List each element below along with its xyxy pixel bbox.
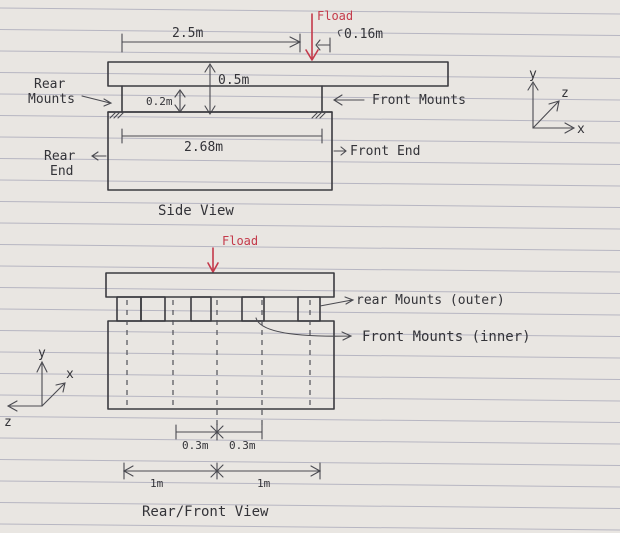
rear-front-view-caption: Rear/Front View	[142, 504, 269, 520]
ruled-line	[0, 201, 620, 208]
rear-mount-hatch	[109, 111, 125, 119]
dim-label-0-3m-left: 0.3m	[182, 439, 209, 452]
ruled-lines	[0, 7, 620, 531]
ruled-line	[0, 394, 620, 402]
dim-1m-arrows	[122, 465, 322, 477]
ruled-line	[0, 93, 620, 101]
dim-1m-center-star	[210, 462, 224, 480]
axis-y-label-rear: y	[38, 346, 46, 361]
rear-mounts-line1: Rear	[34, 77, 65, 92]
dim-0-5m-arrows	[204, 62, 216, 116]
ruled-line	[0, 502, 620, 509]
ruled-line	[0, 287, 620, 294]
front-mounts-inner-leader	[255, 317, 353, 341]
ruled-line	[0, 50, 620, 58]
rear-view-axes: y x z	[4, 346, 74, 430]
load-arrowhead-side	[305, 49, 319, 61]
side-view-axes: y z x	[527, 67, 585, 137]
dim-offset-leader	[337, 29, 343, 37]
ruled-line	[0, 244, 620, 251]
front-mount-inner-left	[140, 296, 166, 322]
dim-label-2-68m: 2.68m	[184, 140, 223, 155]
side-view: 2.5m Fload 0.16m 0.5m 0.2m 2.68m	[28, 9, 585, 219]
axis-x-label-rear: x	[66, 367, 74, 382]
load-label-rear: Fload	[222, 234, 258, 248]
front-end-arrow	[333, 146, 347, 156]
top-beam-side	[107, 61, 449, 87]
ruled-line	[0, 523, 620, 531]
ruled-line	[0, 179, 620, 187]
ruled-line	[0, 72, 620, 79]
ruled-line	[0, 373, 620, 380]
rear-mounts-outer-label: rear Mounts (outer)	[356, 293, 505, 308]
rear-mount-outer-left	[116, 296, 142, 322]
dim-label-2-5m: 2.5m	[172, 26, 203, 41]
ruled-line	[0, 136, 620, 144]
ruled-line	[0, 459, 620, 466]
axis-x-label: x	[577, 122, 585, 137]
dim-offset-marker	[315, 37, 331, 53]
rear-mounts-leader	[81, 95, 113, 107]
axis-y-label: y	[529, 67, 537, 82]
lower-body-rear	[107, 320, 335, 410]
front-mounts-leader	[332, 94, 365, 106]
dim-0-3m-center-star	[210, 423, 224, 441]
ruled-line	[0, 416, 620, 423]
rear-end-label: Rear End	[44, 149, 83, 179]
dim-label-0-16m: 0.16m	[344, 27, 383, 42]
mount-center-left	[190, 296, 212, 322]
axis-z-label-rear: z	[4, 415, 12, 430]
rear-mounts-line2: Mounts	[28, 92, 75, 107]
load-arrowhead-rear	[207, 262, 219, 273]
ruled-line	[0, 158, 620, 165]
axis-z-label: z	[561, 86, 569, 101]
front-mounts-inner-label: Front Mounts (inner)	[362, 329, 531, 345]
ruled-line	[0, 480, 620, 488]
ruled-line	[0, 115, 620, 122]
mount-blocks	[116, 296, 321, 322]
rear-mount-outer-right	[297, 296, 321, 322]
rear-mounts-outer-leader	[319, 296, 355, 307]
front-end-label: Front End	[350, 144, 420, 159]
dim-label-0-5m: 0.5m	[218, 73, 249, 88]
ruled-line	[0, 265, 620, 273]
front-mount-inner-right	[241, 296, 265, 322]
rear-mounts-label: Rear Mounts	[28, 77, 75, 107]
dim-label-0-3m-right: 0.3m	[229, 439, 256, 452]
ruled-line	[0, 222, 620, 230]
front-mount-hatch	[311, 111, 327, 119]
rear-end-line1: Rear	[44, 149, 75, 164]
dim-arrowhead	[289, 36, 302, 48]
dim-label-0-2m: 0.2m	[146, 95, 173, 108]
rear-front-view: Fload rear Mounts (outer) Front Mounts (…	[4, 234, 531, 520]
dim-label-1m-right: 1m	[257, 477, 271, 490]
rear-end-arrow	[91, 151, 107, 161]
rear-end-line2: End	[50, 164, 73, 179]
side-view-caption: Side View	[158, 203, 234, 219]
ruled-line	[0, 7, 620, 15]
dim-label-1m-left: 1m	[150, 477, 164, 490]
top-beam-rear	[105, 272, 335, 298]
front-mounts-label: Front Mounts	[372, 93, 466, 108]
load-label-side: Fload	[317, 9, 353, 23]
ruled-line	[0, 437, 620, 445]
ruled-line	[0, 29, 620, 36]
